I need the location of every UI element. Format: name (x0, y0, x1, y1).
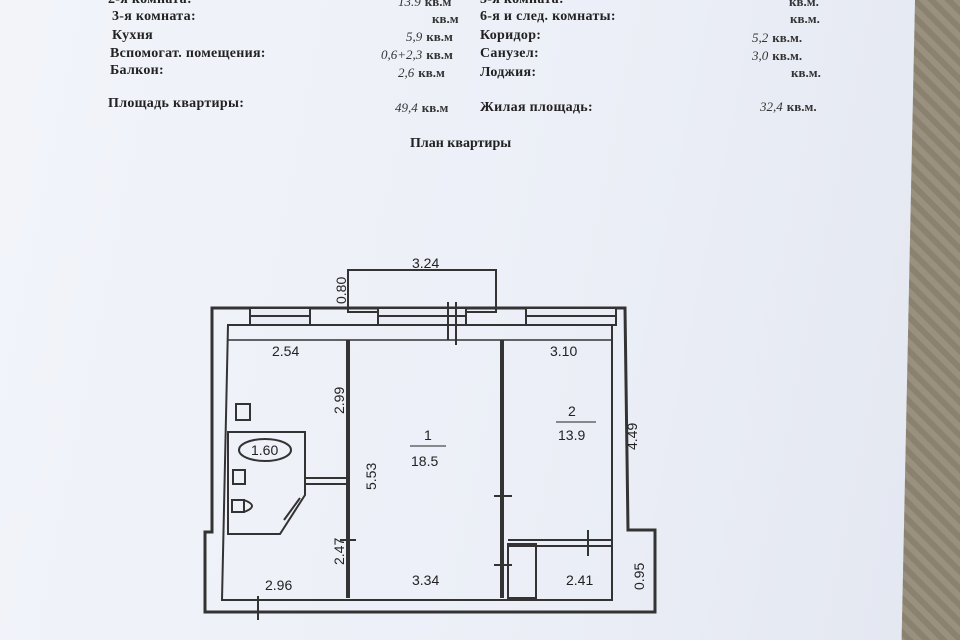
dim-corridor: 2.47 (331, 538, 347, 565)
row-label-2: Коридор: (480, 28, 542, 43)
dim-bottom-mid: 3.34 (412, 572, 439, 588)
row-label-2: Санузел: (480, 46, 539, 61)
living-area-label: Жилая площадь: (480, 100, 593, 115)
sink-icon (232, 469, 246, 485)
room2-number: 2 (568, 403, 576, 419)
dim-balcony-width: 3.24 (412, 255, 439, 271)
bathroom (227, 431, 306, 535)
row-label: Балкон: (110, 63, 164, 78)
row-label: 3-я комната: (112, 9, 196, 24)
room1-number: 1 (424, 427, 432, 443)
balcony (347, 269, 497, 313)
dim-bottom-right: 2.41 (566, 572, 593, 588)
row-value: кв.м (432, 11, 459, 26)
closet (507, 543, 537, 599)
row-label: Кухня (112, 28, 153, 43)
inner-wall (220, 324, 613, 601)
total-area-label: Площадь квартиры: (108, 96, 245, 111)
row-value-2: кв.м. (789, 0, 819, 9)
plan-title: План квартиры (410, 136, 512, 151)
bath-area: 1.60 (251, 442, 278, 458)
row-label-2: Лоджия: (480, 65, 537, 80)
row-label: Вспомогат. помещения: (110, 46, 266, 61)
dim-kitchen-depth: 2.99 (331, 387, 347, 414)
room1-area: 18.5 (411, 453, 438, 469)
bathtub (238, 438, 292, 462)
dim-closet-depth: 0.95 (631, 563, 647, 590)
dim-balcony-depth: 0.80 (333, 277, 349, 304)
dim-room2-depth: 4.49 (624, 423, 640, 450)
sink-icon (235, 403, 251, 421)
row-label: 2-я комната: (108, 0, 192, 8)
dim-bottom-left: 2.96 (265, 577, 292, 593)
row-label-2: 6-я и след. комнаты: (480, 9, 616, 24)
room2-area: 13.9 (558, 427, 585, 443)
dim-kitchen-width: 2.54 (272, 343, 299, 359)
row-value-2: кв.м. (791, 65, 821, 80)
row-label-2: 5-я комната: (480, 0, 564, 8)
outer-wall (203, 306, 657, 614)
toilet-icon (231, 499, 253, 513)
row-value-2: кв.м. (790, 11, 820, 26)
bath-door (283, 497, 301, 521)
dim-room2-width: 3.10 (550, 343, 577, 359)
dim-room1-depth: 5.53 (363, 463, 379, 490)
